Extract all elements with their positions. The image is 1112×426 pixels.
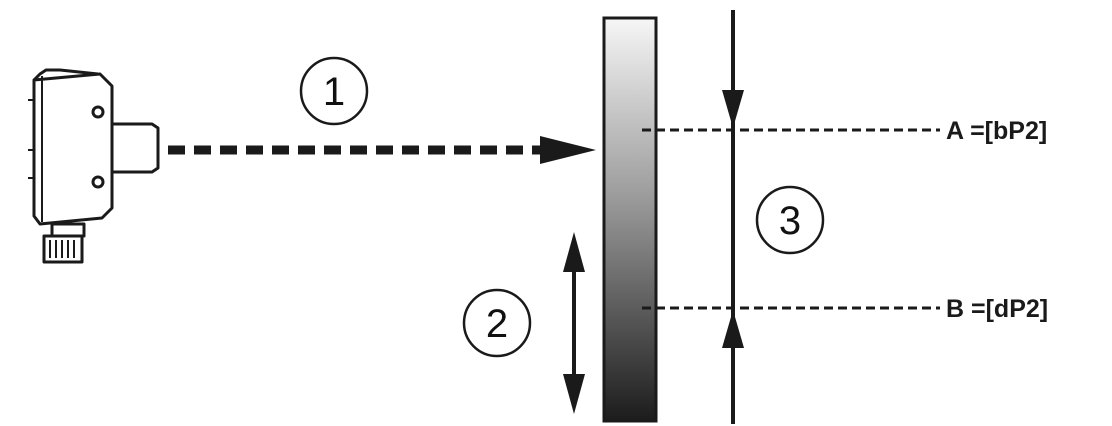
callout-1: 1 xyxy=(299,56,369,126)
callout-3: 3 xyxy=(755,185,825,255)
sensor-icon xyxy=(28,68,160,264)
callout-2-label: 2 xyxy=(486,302,508,346)
callout-1-label: 1 xyxy=(323,70,345,114)
callout-3-label: 3 xyxy=(779,199,801,243)
light-beam-arrow xyxy=(168,136,596,164)
callout-2: 2 xyxy=(462,288,532,358)
level-a-label: A =[bP2] xyxy=(946,117,1047,145)
movement-double-arrow xyxy=(563,232,585,414)
target-object xyxy=(602,16,658,423)
dimension-line xyxy=(722,10,744,424)
level-b-label: B =[dP2] xyxy=(946,295,1048,323)
